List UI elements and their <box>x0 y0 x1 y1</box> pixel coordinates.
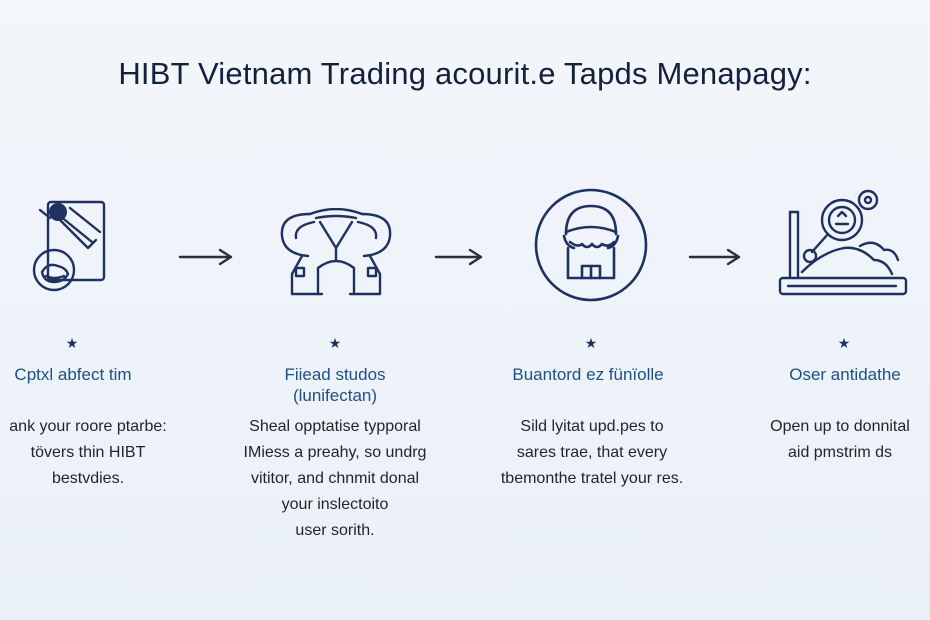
person-with-tablet-icon <box>32 200 106 292</box>
arrow-right-icon <box>434 248 483 266</box>
step-3-label: Buantord ez fünïolle <box>512 365 664 384</box>
arrow-right-icon <box>178 248 233 266</box>
step-4-description: Open up to donnital aid pmstrim ds <box>770 418 910 461</box>
user-portrait-circle-icon <box>534 188 648 302</box>
laptop-with-magnifier-icon <box>778 189 908 296</box>
step-3-description: Sild lyitat upd.pes to sares trae, that … <box>500 418 684 487</box>
step-4-star: ★ <box>837 335 851 351</box>
step-2-star: ★ <box>328 335 342 351</box>
step-1-star: ★ <box>65 335 79 351</box>
step-1-description: ank your roore ptarbe: tövers thin HIBT … <box>9 418 167 487</box>
step-3-star: ★ <box>584 335 598 351</box>
step-2-label: Fiiead studos (lunifectan) <box>284 365 386 405</box>
safety-harness-icon <box>280 208 392 296</box>
step-4-label: Oser antidathe <box>789 365 901 384</box>
arrow-right-icon <box>688 248 741 266</box>
diagram-title: HIBT Vietnam Trading acourit.e Tapds Men… <box>118 56 812 91</box>
step-1-label: Cptxl abfect tim <box>14 365 132 384</box>
step-2-description: Sheal opptatise typporal IMiess a preahy… <box>243 418 427 539</box>
